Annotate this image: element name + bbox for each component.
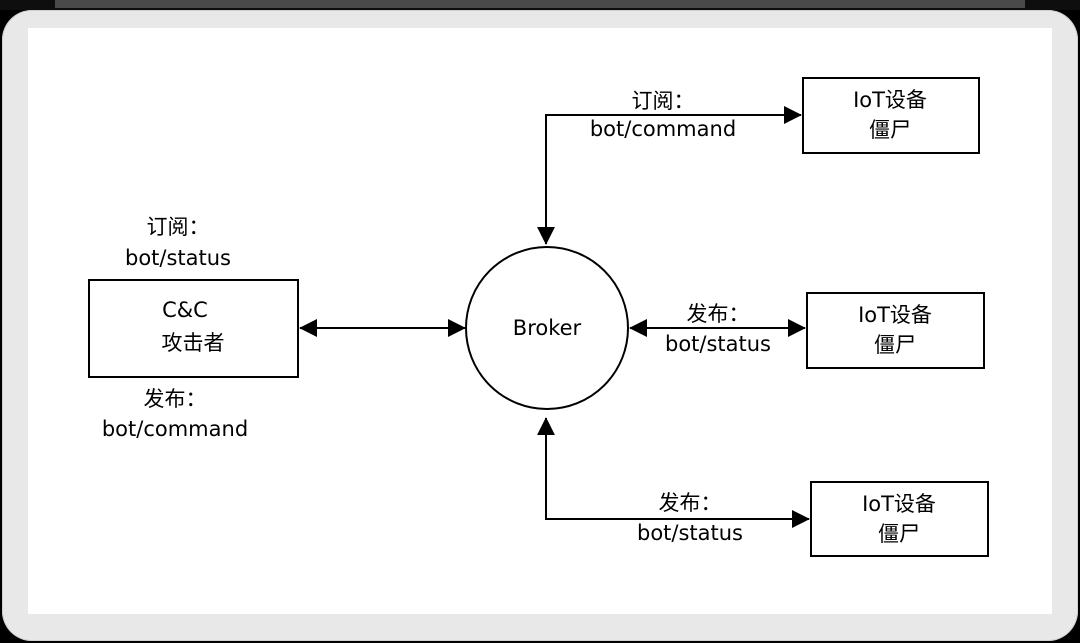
diagram-canvas: Broker C&C 攻击者 IoT设备 僵尸 IoT设备 僵尸 IoT设备 僵 xyxy=(28,28,1052,614)
iot-bottom-line-1: IoT设备 xyxy=(862,492,936,516)
top-edge-strip xyxy=(0,0,1080,10)
node-cc-attacker: C&C 攻击者 xyxy=(88,279,299,378)
iot-middle-line-2: 僵尸 xyxy=(874,333,916,357)
cc-subscribe-label-topic: bot/status xyxy=(125,246,231,270)
iot-top-line-1: IoT设备 xyxy=(853,88,927,112)
iot-top-line-2: 僵尸 xyxy=(869,118,911,142)
bottom-publish-label-topic: bot/status xyxy=(637,521,743,545)
edges xyxy=(299,106,810,528)
middle-publish-label-action: 发布： xyxy=(687,302,750,326)
bottom-publish-label-action: 发布： xyxy=(659,491,722,515)
cc-attacker-line-1: C&C xyxy=(162,298,208,322)
iot-bottom-line-2: 僵尸 xyxy=(878,522,920,546)
iot-middle-box xyxy=(806,292,985,369)
cc-publish-label-topic: bot/command xyxy=(102,417,248,441)
iot-top-box xyxy=(802,77,980,154)
top-subscribe-label-action: 订阅： xyxy=(632,89,695,113)
cc-publish-label-action: 发布： xyxy=(144,387,207,411)
node-iot-top: IoT设备 僵尸 xyxy=(802,77,980,154)
iot-middle-line-1: IoT设备 xyxy=(858,303,932,327)
edge-broker-iot-top xyxy=(537,106,802,245)
node-iot-middle: IoT设备 僵尸 xyxy=(806,292,985,369)
node-broker: Broker xyxy=(465,246,629,410)
broker-label: Broker xyxy=(513,316,582,340)
top-subscribe-label-topic: bot/command xyxy=(590,117,736,141)
cc-subscribe-label-action: 订阅： xyxy=(147,215,210,239)
iot-bottom-box xyxy=(810,481,989,557)
cc-attacker-line-2: 攻击者 xyxy=(162,331,225,355)
edge-labels: 订阅： bot/status 发布： bot/command 订阅： bot/c… xyxy=(102,89,771,545)
node-iot-bottom: IoT设备 僵尸 xyxy=(810,481,989,557)
top-edge-highlight xyxy=(55,0,1025,8)
broker-circle xyxy=(465,246,629,410)
cc-attacker-box xyxy=(88,279,299,378)
mqtt-botnet-diagram: Broker C&C 攻击者 IoT设备 僵尸 IoT设备 僵尸 IoT设备 僵 xyxy=(88,77,989,557)
middle-publish-label-topic: bot/status xyxy=(665,332,771,356)
edge-broker-iot-bottom xyxy=(537,417,810,528)
